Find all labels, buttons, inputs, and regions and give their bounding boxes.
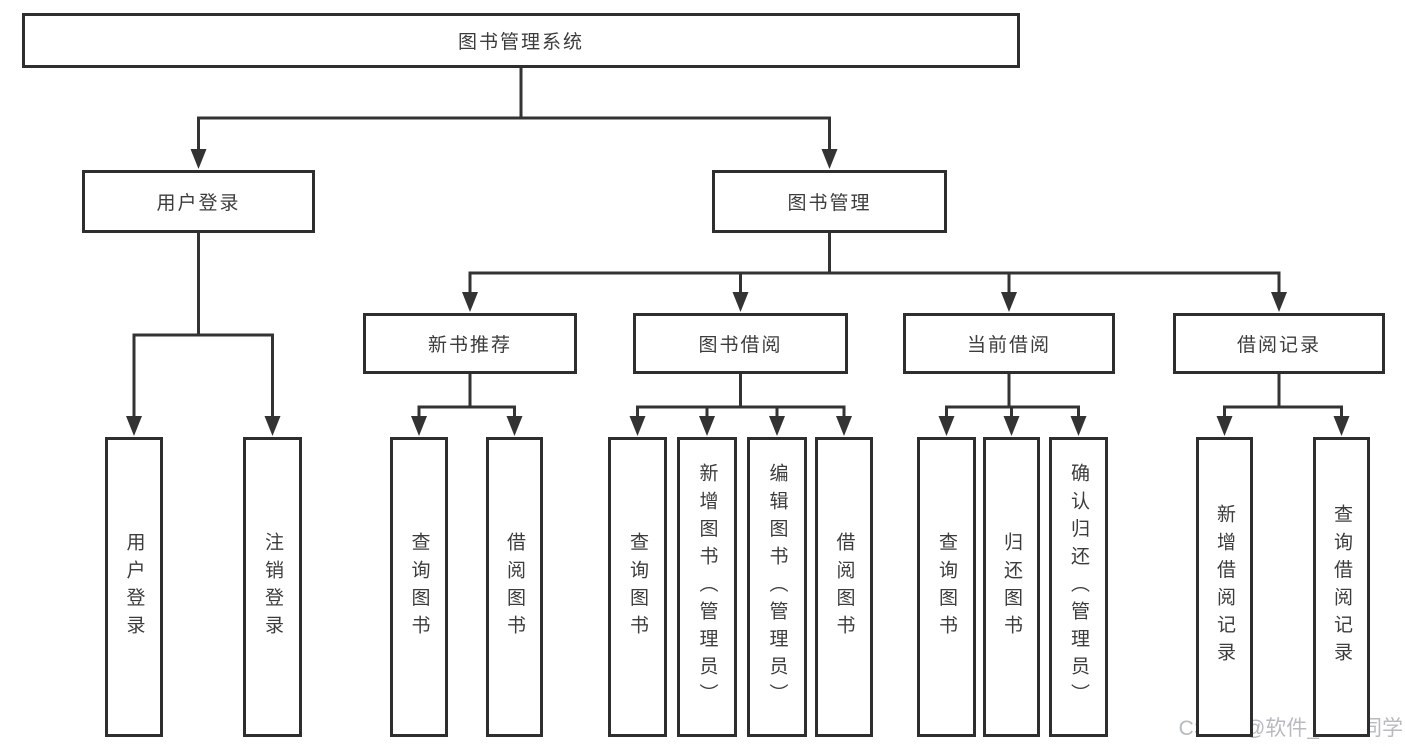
node-leaf-br-query: 查询借阅记录	[1313, 437, 1370, 737]
node-leaf-bb-borrow: 借阅图书	[815, 437, 873, 737]
node-leaf-logout: 注销登录	[243, 437, 302, 737]
node-leaf-bb-add: 新增图书（管理员）	[677, 437, 737, 737]
node-leaf-bb-query: 查询图书	[608, 437, 667, 737]
node-leaf-cb-return: 归还图书	[983, 437, 1040, 737]
node-book-mgmt: 图书管理	[712, 170, 947, 233]
node-leaf-cb-query: 查询图书	[917, 437, 976, 737]
node-new-book-rec: 新书推荐	[363, 313, 577, 374]
node-root: 图书管理系统	[22, 13, 1020, 68]
node-leaf-cb-confirm: 确认归还（管理员）	[1049, 437, 1108, 737]
node-book-borrow: 图书借阅	[633, 313, 848, 374]
node-leaf-br-add: 新增借阅记录	[1196, 437, 1253, 737]
node-borrow-record: 借阅记录	[1173, 313, 1385, 374]
node-current-borrow: 当前借阅	[903, 313, 1115, 374]
node-leaf-bb-edit: 编辑图书（管理员）	[747, 437, 807, 737]
node-leaf-nbr-query: 查询图书	[390, 437, 448, 737]
node-leaf-nbr-borrow: 借阅图书	[486, 437, 543, 737]
node-leaf-user-login: 用户登录	[105, 437, 163, 737]
node-user-login: 用户登录	[82, 170, 315, 233]
